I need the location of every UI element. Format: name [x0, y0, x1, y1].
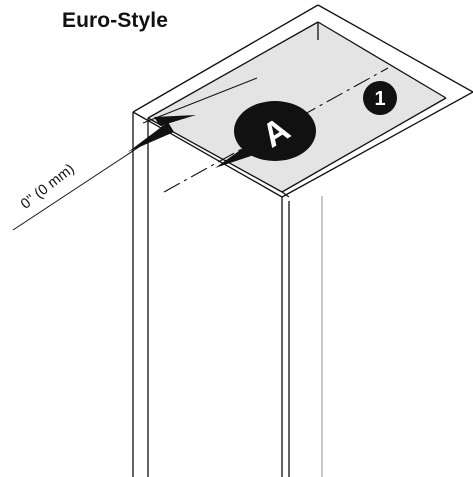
part-callout: A	[215, 101, 316, 168]
extension-line	[142, 77, 258, 124]
cabinet-outline	[132, 4, 473, 477]
dimension-arrow-right	[154, 115, 196, 126]
dimension-arrow-left	[128, 122, 174, 152]
step-badge: 1	[363, 81, 397, 115]
diagram-title: Euro-Style	[62, 9, 169, 32]
dimension-line	[12, 142, 146, 231]
step-number: 1	[374, 88, 385, 110]
